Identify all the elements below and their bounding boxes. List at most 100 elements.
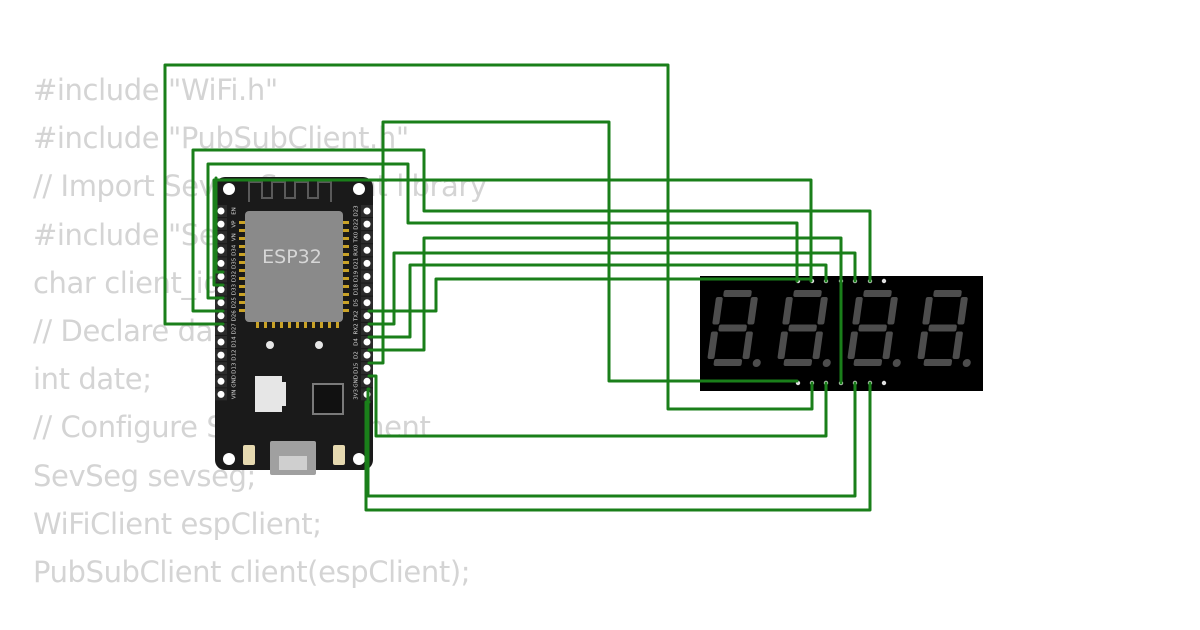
pin-d23[interactable] bbox=[363, 207, 371, 215]
pin-d12[interactable] bbox=[217, 351, 225, 359]
wire bbox=[163, 63, 814, 411]
pin-rx2[interactable] bbox=[363, 325, 371, 333]
pin-label: D22 bbox=[354, 218, 360, 229]
pin-d21[interactable] bbox=[363, 259, 371, 267]
button-boot[interactable] bbox=[315, 341, 323, 349]
pin-label: EN bbox=[232, 207, 238, 215]
module-pad bbox=[239, 253, 247, 256]
module-pad bbox=[341, 309, 349, 312]
decimal-point bbox=[962, 359, 971, 367]
esp32-module bbox=[245, 211, 343, 322]
pin-d14[interactable] bbox=[217, 338, 225, 346]
mounting-hole bbox=[223, 183, 235, 195]
pin-d18[interactable] bbox=[363, 286, 371, 294]
segment bbox=[957, 297, 968, 325]
pin-d27[interactable] bbox=[217, 325, 225, 333]
module-pad bbox=[341, 229, 349, 232]
pin-d33[interactable] bbox=[217, 286, 225, 294]
voltage-regulator-tab bbox=[282, 382, 286, 406]
wire bbox=[367, 263, 828, 339]
pin-vin[interactable] bbox=[217, 390, 225, 398]
pin-label: D23 bbox=[354, 205, 360, 217]
esp32-board[interactable]: ESP32 ENVPVND34D35D32D33D25D26D27D14D12D… bbox=[215, 177, 373, 475]
module-pad bbox=[312, 320, 315, 328]
button-en[interactable] bbox=[266, 341, 274, 349]
pin-d2[interactable] bbox=[363, 351, 371, 359]
module-pad bbox=[341, 285, 349, 288]
segment bbox=[712, 297, 723, 325]
pin-vp[interactable] bbox=[217, 220, 225, 228]
module-pad bbox=[341, 293, 349, 296]
pin-en[interactable] bbox=[217, 207, 225, 215]
wire bbox=[367, 277, 812, 313]
pin-d25[interactable] bbox=[217, 299, 225, 307]
module-pads bbox=[239, 221, 349, 328]
display-pin-top[interactable] bbox=[881, 278, 887, 284]
led-left bbox=[243, 445, 255, 465]
pin-label: 3V3 bbox=[354, 389, 360, 400]
module-pad bbox=[341, 245, 349, 248]
segment bbox=[933, 290, 962, 297]
pin-label: D21 bbox=[354, 258, 360, 269]
segment bbox=[917, 331, 928, 359]
segment bbox=[817, 297, 828, 325]
digit bbox=[917, 290, 971, 367]
pin-label: VN bbox=[232, 233, 238, 241]
pin-gnd[interactable] bbox=[363, 377, 371, 385]
segment bbox=[777, 331, 788, 359]
pin-label: GND bbox=[232, 375, 238, 388]
pin-label: D25 bbox=[232, 297, 238, 309]
code-line: WiFiClient espClient; bbox=[33, 506, 322, 541]
pin-label: TX0 bbox=[354, 231, 360, 243]
pin-d13[interactable] bbox=[217, 364, 225, 372]
voltage-regulator bbox=[255, 376, 282, 412]
pin-gnd[interactable] bbox=[217, 377, 225, 385]
pin-header-left[interactable] bbox=[215, 205, 227, 401]
module-pad bbox=[341, 269, 349, 272]
wire bbox=[367, 251, 857, 326]
digit bbox=[777, 290, 831, 367]
pin-label: D2 bbox=[354, 351, 360, 359]
pin-d22[interactable] bbox=[363, 220, 371, 228]
module-pad bbox=[239, 269, 247, 272]
segment bbox=[928, 324, 957, 332]
wire bbox=[367, 120, 799, 383]
pin-label: D12 bbox=[232, 349, 238, 360]
pin-d35[interactable] bbox=[217, 259, 225, 267]
segment bbox=[923, 359, 953, 366]
pin-d5[interactable] bbox=[363, 299, 371, 307]
pin-vn[interactable] bbox=[217, 233, 225, 241]
module-pad bbox=[328, 320, 331, 328]
pin-tx0[interactable] bbox=[363, 233, 371, 241]
module-pad bbox=[341, 237, 349, 240]
module-pad bbox=[341, 301, 349, 304]
pin-d32[interactable] bbox=[217, 273, 225, 280]
segment bbox=[952, 331, 963, 359]
segment bbox=[707, 331, 718, 359]
pin-d4[interactable] bbox=[363, 338, 371, 346]
module-pad bbox=[336, 320, 339, 328]
pin-d15[interactable] bbox=[363, 364, 371, 372]
segment bbox=[742, 331, 753, 359]
code-line: #include "WiFi.h" bbox=[33, 73, 278, 107]
pin-d19[interactable] bbox=[363, 273, 371, 280]
decimal-point bbox=[892, 359, 901, 367]
module-pad bbox=[239, 301, 247, 304]
pin-label: VIN bbox=[232, 390, 238, 400]
module-pad bbox=[239, 309, 247, 312]
pin-d26[interactable] bbox=[217, 312, 225, 320]
pin-label: VP bbox=[232, 220, 238, 228]
segment bbox=[782, 297, 793, 325]
pin-label: GND bbox=[354, 375, 360, 388]
pin-header-right[interactable] bbox=[361, 205, 373, 401]
pin-label: TX2 bbox=[354, 310, 360, 322]
pin-d34[interactable] bbox=[217, 246, 225, 254]
pin-tx2[interactable] bbox=[363, 312, 371, 320]
display-pin-bottom[interactable] bbox=[881, 380, 887, 386]
display-digits bbox=[707, 290, 971, 367]
segment bbox=[793, 290, 822, 297]
pin-rx0[interactable] bbox=[363, 246, 371, 254]
segment bbox=[853, 359, 883, 366]
usb-chip bbox=[312, 383, 344, 415]
module-pad bbox=[341, 253, 349, 256]
